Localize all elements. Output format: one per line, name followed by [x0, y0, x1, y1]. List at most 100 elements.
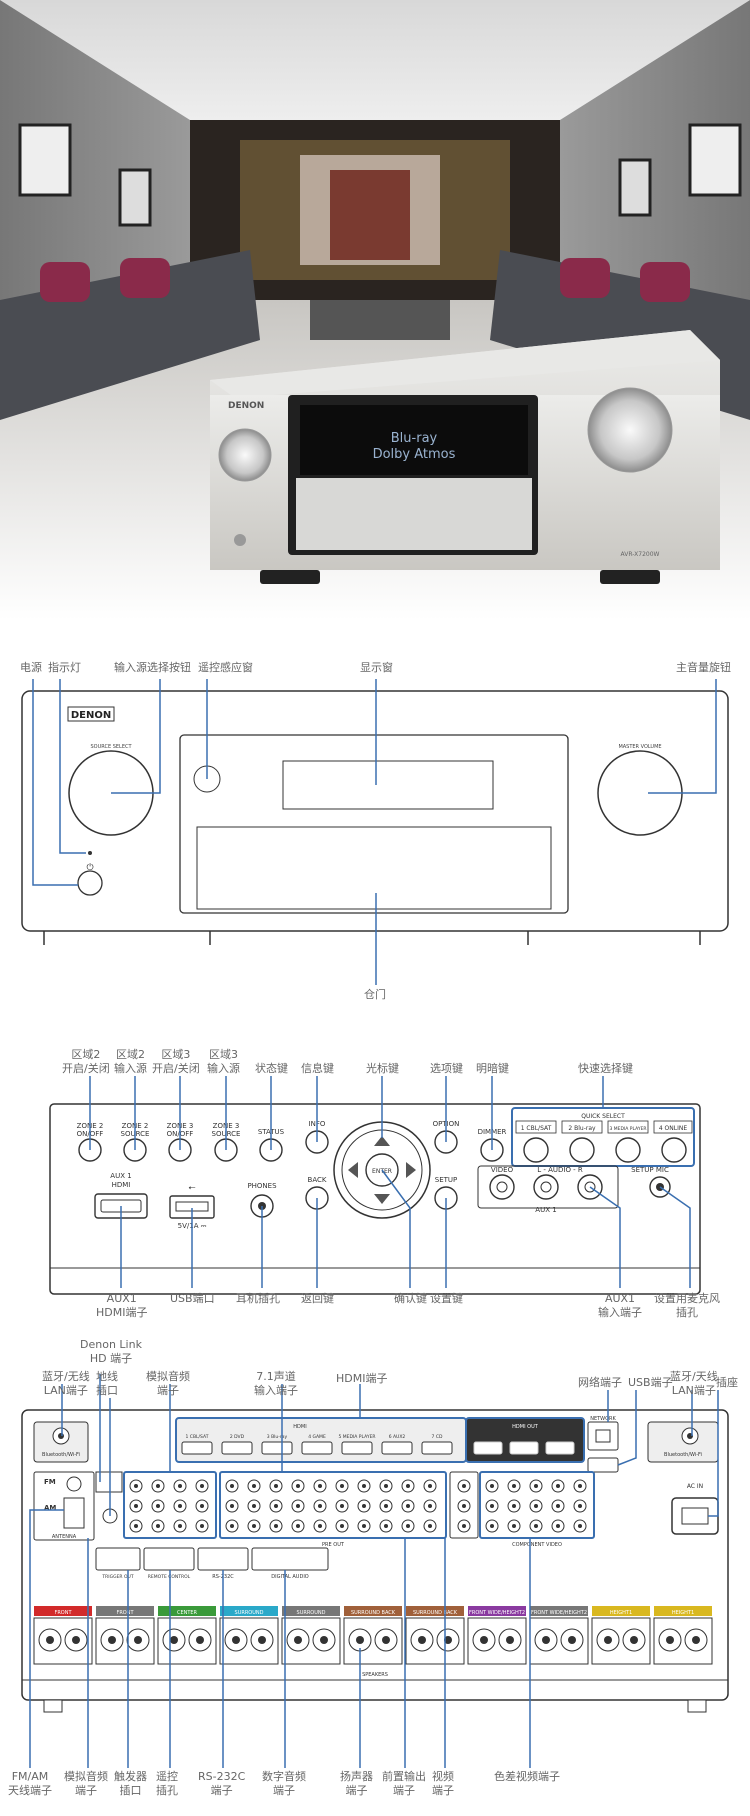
- denon-link-port[interactable]: [95, 1471, 123, 1493]
- pre-out-jack-center: [252, 1504, 256, 1508]
- analog-audio-jack-center: [178, 1484, 182, 1488]
- rs232c-port[interactable]: [197, 1547, 249, 1571]
- label-analog-audio-b: 模拟音频 端子: [64, 1770, 108, 1797]
- label-indicator: 指示灯: [48, 661, 81, 674]
- component-video-jack-center: [534, 1484, 538, 1488]
- pre-out-jack-center: [252, 1524, 256, 1528]
- analog-audio-jack-center: [200, 1524, 204, 1528]
- speaker-group-label: FRONT WIDE/HEIGHT2: [469, 1610, 525, 1616]
- front-panel-diagram: DENON SOURCE SELECT MASTER VOLUME ⏻ 电源 指…: [0, 655, 750, 1015]
- remote-control-block[interactable]: [143, 1547, 195, 1571]
- svg-text:Bluetooth/Wi-Fi: Bluetooth/Wi-Fi: [664, 1452, 702, 1458]
- aux1-frame: [477, 1165, 619, 1209]
- label-cursor: 光标键: [366, 1062, 399, 1075]
- qs4-text: 4 ONLINE: [659, 1125, 688, 1132]
- rear-usb-port[interactable]: [587, 1457, 619, 1473]
- label-ac: 插座: [716, 1376, 738, 1389]
- hdmi-input-label: 7 CD: [432, 1434, 443, 1440]
- speaker-group-label: HEIGHT1: [610, 1610, 632, 1616]
- pre-out-jack-center: [406, 1484, 410, 1488]
- hero-model: AVR-X7200W: [621, 551, 660, 558]
- qs1-text: 1 CBL/SAT: [521, 1125, 552, 1132]
- power-button[interactable]: [77, 870, 103, 896]
- hdmi-input-label: 3 Blu-ray: [267, 1434, 288, 1440]
- speaker-terminal-center: [604, 1636, 612, 1644]
- label-denon-link: Denon Link HD 端子: [80, 1338, 142, 1365]
- speaker-terminal-center: [382, 1636, 390, 1644]
- speaker-group-header: [220, 1606, 278, 1616]
- label-usb: USB端口: [170, 1292, 215, 1305]
- quick-select-title: QUICK SELECT: [581, 1113, 625, 1120]
- speaker-terminal-center: [444, 1636, 452, 1644]
- video-jack-center: [462, 1524, 466, 1528]
- speaker-terminal-center: [134, 1636, 142, 1644]
- hdmi-output-port[interactable]: [473, 1441, 503, 1455]
- speaker-group-label: CENTER: [177, 1610, 198, 1616]
- front-door[interactable]: [196, 826, 552, 910]
- quick-select-1-button[interactable]: [523, 1137, 549, 1163]
- label-source-knob: 输入源选择按钮: [114, 661, 191, 674]
- enter-text: ENTER: [372, 1168, 392, 1175]
- quick-select-3-button[interactable]: [615, 1137, 641, 1163]
- hdmi-output-port[interactable]: [545, 1441, 575, 1455]
- quick-select-4-button[interactable]: [661, 1137, 687, 1163]
- pre-out-jack-center: [230, 1524, 234, 1528]
- speaker-terminal-center: [630, 1636, 638, 1644]
- speaker-group-header: [468, 1606, 526, 1616]
- speaker-group-label: FRONT WIDE/HEIGHT2: [531, 1610, 587, 1616]
- label-component: 色差视频端子: [494, 1770, 560, 1783]
- hdmi-input-port[interactable]: [381, 1441, 413, 1455]
- audio-text: L - AUDIO - R: [537, 1166, 583, 1174]
- fm-jack[interactable]: [66, 1476, 82, 1492]
- pre-out-jack-center: [274, 1524, 278, 1528]
- digital-audio-block[interactable]: [251, 1547, 329, 1571]
- hdmi-input-port[interactable]: [421, 1441, 453, 1455]
- label-setup-mic: 设置用麦克风 插孔: [654, 1292, 720, 1319]
- hdmi-input-port[interactable]: [341, 1441, 373, 1455]
- component-video-jack-center: [578, 1524, 582, 1528]
- network-text: NETWORK: [590, 1416, 616, 1422]
- hdmi-input-port[interactable]: [181, 1441, 213, 1455]
- master-volume-text: MASTER VOLUME: [618, 744, 661, 750]
- trigger-out-text: TRIGGER OUT: [101, 1574, 133, 1580]
- pre-out-jack-center: [318, 1504, 322, 1508]
- analog-audio-jack-center: [134, 1504, 138, 1508]
- speaker-terminal-center: [46, 1636, 54, 1644]
- am-terminal[interactable]: [63, 1497, 85, 1529]
- component-video-jack-center: [490, 1524, 494, 1528]
- hdmi-input-label: 5 MEDIA PLAYER: [338, 1434, 375, 1440]
- label-volume: 主音量旋钮: [676, 661, 731, 674]
- source-select-text: SOURCE SELECT: [90, 744, 132, 750]
- cursor-up-icon: [374, 1136, 390, 1146]
- hdmi-input-port[interactable]: [301, 1441, 333, 1455]
- video-jack-center: [462, 1504, 466, 1508]
- pre-out-jack-center: [428, 1524, 432, 1528]
- cursor-right-icon: [406, 1162, 416, 1178]
- cursor-left-icon: [348, 1162, 358, 1178]
- hdmi-input-port[interactable]: [221, 1441, 253, 1455]
- speaker-terminal-center: [196, 1636, 204, 1644]
- video-jack-center: [462, 1484, 466, 1488]
- quick-select-2-button[interactable]: [569, 1137, 595, 1163]
- trigger-out-block[interactable]: [95, 1547, 141, 1571]
- am-text: AM: [44, 1504, 56, 1512]
- qs2-text: 2 Blu-ray: [568, 1125, 596, 1132]
- pre-out-jack-center: [274, 1484, 278, 1488]
- label-zone2-onoff: 区域2 开启/关闭: [62, 1048, 110, 1075]
- speaker-terminal-center: [170, 1636, 178, 1644]
- label-bt-left: 蓝牙/无线 LAN端子: [42, 1370, 90, 1397]
- back-text: BACK: [308, 1176, 327, 1184]
- speaker-terminal-center: [232, 1636, 240, 1644]
- speaker-terminal-center: [568, 1636, 576, 1644]
- hdmi-in-text: HDMI: [293, 1424, 306, 1430]
- hero-display-line1: Blu-ray: [391, 431, 438, 446]
- hdmi-input-label: 6 AUX2: [389, 1434, 406, 1440]
- pre-out-jack-center: [384, 1504, 388, 1508]
- hdmi-inputs-frame: [175, 1417, 467, 1463]
- label-quick-select: 快速选择键: [578, 1062, 633, 1075]
- label-setup: 设置键: [430, 1292, 463, 1305]
- label-video: 视频 端子: [432, 1770, 454, 1797]
- label-bt-right: 蓝牙/天线 LAN端子: [670, 1370, 718, 1397]
- hdmi-output-port[interactable]: [509, 1441, 539, 1455]
- hdmi-input-port[interactable]: [261, 1441, 293, 1455]
